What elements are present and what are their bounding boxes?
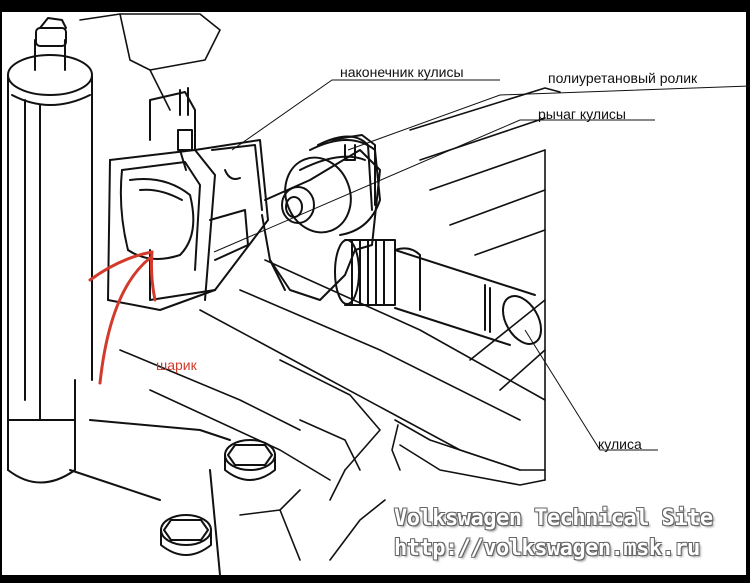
leader-shift-rod	[524, 329, 658, 451]
shift-rod	[334, 239, 542, 346]
right-frame-bar	[746, 12, 750, 575]
leader-shift-rod-end	[231, 79, 500, 151]
leader-polyurethane-roller	[347, 85, 750, 151]
shift-lever-and-roller	[261, 134, 381, 301]
watermark-url: http://volkswagen.msk.ru	[394, 536, 700, 561]
left-frame-bar	[0, 12, 2, 575]
leader-shift-lever	[213, 119, 655, 253]
watermark-title: Volkswagen Technical Site	[394, 506, 713, 531]
label-polyurethane-roller: полиуретановый ролик	[548, 70, 698, 86]
left-cylinder	[7, 17, 93, 484]
leader-lines	[213, 79, 750, 451]
housing-outline	[79, 13, 561, 561]
shift-rod-end-bracket	[107, 87, 269, 311]
mounting-bolts	[69, 419, 276, 576]
label-shift-lever: рычаг кулисы	[538, 106, 626, 122]
top-frame-bar	[0, 0, 750, 12]
bottom-frame-bar	[0, 575, 750, 583]
red-arrow-annotation	[88, 250, 157, 385]
label-ball: шарик	[156, 357, 197, 373]
label-shift-rod: кулиса	[598, 436, 642, 452]
label-shift-rod-end: наконечник кулисы	[340, 64, 464, 80]
